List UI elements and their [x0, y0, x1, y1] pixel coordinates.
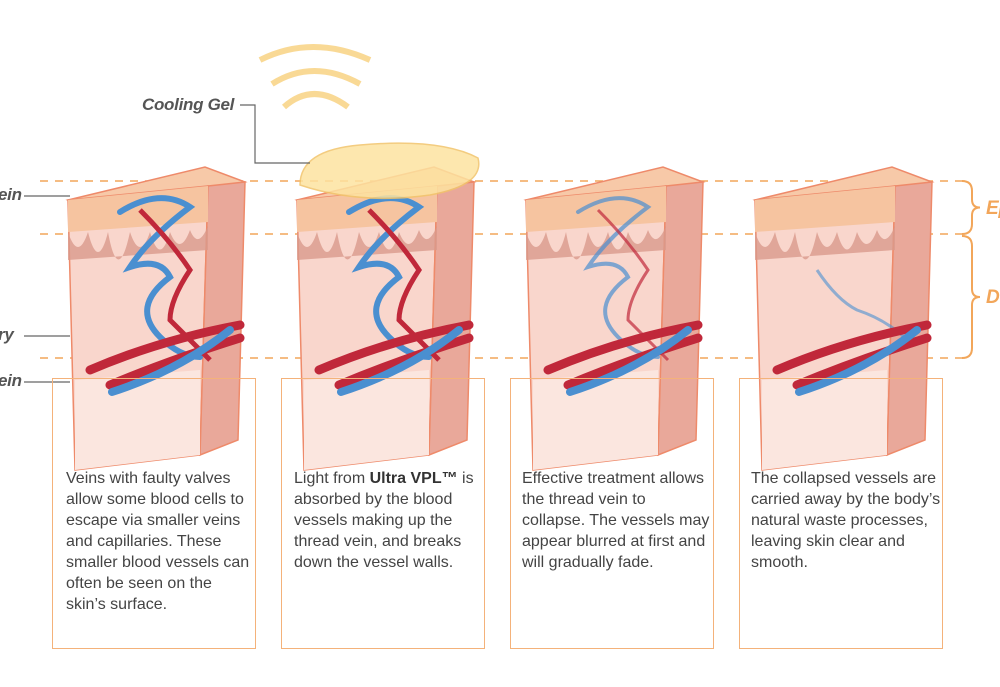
- block-1-fat-layer: [75, 370, 200, 470]
- light-wave-2: [281, 91, 350, 110]
- panel-2-text: Light from Ultra VPL™ is absorbed by the…: [294, 468, 484, 573]
- label-thread-vein: ein: [0, 185, 22, 204]
- block-3-basal-layer: [526, 226, 666, 260]
- block-4-artery: [772, 320, 932, 375]
- panel-2-box: [281, 378, 485, 649]
- block-1-thread-vein: [117, 195, 203, 360]
- block-3-side: [657, 181, 704, 457]
- label-dermis: De: [986, 287, 1000, 308]
- block-2-basal-layer: [297, 226, 437, 260]
- panel-2-text-end: is absorbed by the blood vessels making …: [294, 470, 474, 571]
- panel-3-text: Effective treatment allows the thread ve…: [522, 470, 710, 571]
- block-4-fat-layer: [762, 370, 887, 470]
- panel-3-box: [510, 378, 714, 649]
- label-vein: ein: [0, 371, 22, 390]
- block-3-thread-vein: [576, 196, 660, 359]
- block-4-artery-2: [792, 333, 932, 390]
- panel-1-text: Veins with faulty valves allow some bloo…: [66, 470, 250, 613]
- block-3-vein: [566, 326, 692, 396]
- block-1-vein: [108, 326, 234, 396]
- panel-2-text-start: Light from: [294, 470, 370, 487]
- block-1-artery: [85, 320, 245, 375]
- block-4-side: [886, 181, 933, 457]
- block-2-artery: [314, 320, 474, 375]
- block-2-thread-vein: [346, 195, 432, 360]
- block-3-artery: [543, 320, 703, 375]
- panel-2-brand: Ultra VPL™: [369, 470, 458, 487]
- label-cooling-gel: Cooling Gel: [142, 95, 235, 114]
- panel-4-text: The collapsed vessels are carried away b…: [751, 470, 941, 571]
- block-1-basal-layer: [68, 226, 208, 260]
- label-epidermis: Ep: [986, 198, 1000, 219]
- block-2-fat-layer: [304, 370, 429, 470]
- panel-4-box: [739, 378, 943, 649]
- dermis-brace: [961, 235, 981, 359]
- block-4-vein: [795, 326, 921, 396]
- label-capillary: ry: [0, 325, 14, 344]
- block-3-fat-layer: [533, 370, 658, 470]
- block-4-basal-layer: [755, 226, 895, 260]
- block-2-vein: [337, 326, 463, 396]
- epidermis-brace: [961, 180, 981, 235]
- light-wave-1: [270, 68, 362, 87]
- block-1-side: [199, 181, 246, 457]
- light-wave-0: [258, 44, 372, 63]
- block-4-epidermis: [755, 186, 895, 232]
- panel-1-box: [52, 378, 256, 649]
- block-2-artery-2: [334, 333, 474, 390]
- block-3-artery-2: [563, 333, 703, 390]
- cooling-gel-shape: [299, 142, 480, 200]
- cooling-gel-leader: [240, 104, 310, 164]
- block-1-artery-2: [105, 333, 245, 390]
